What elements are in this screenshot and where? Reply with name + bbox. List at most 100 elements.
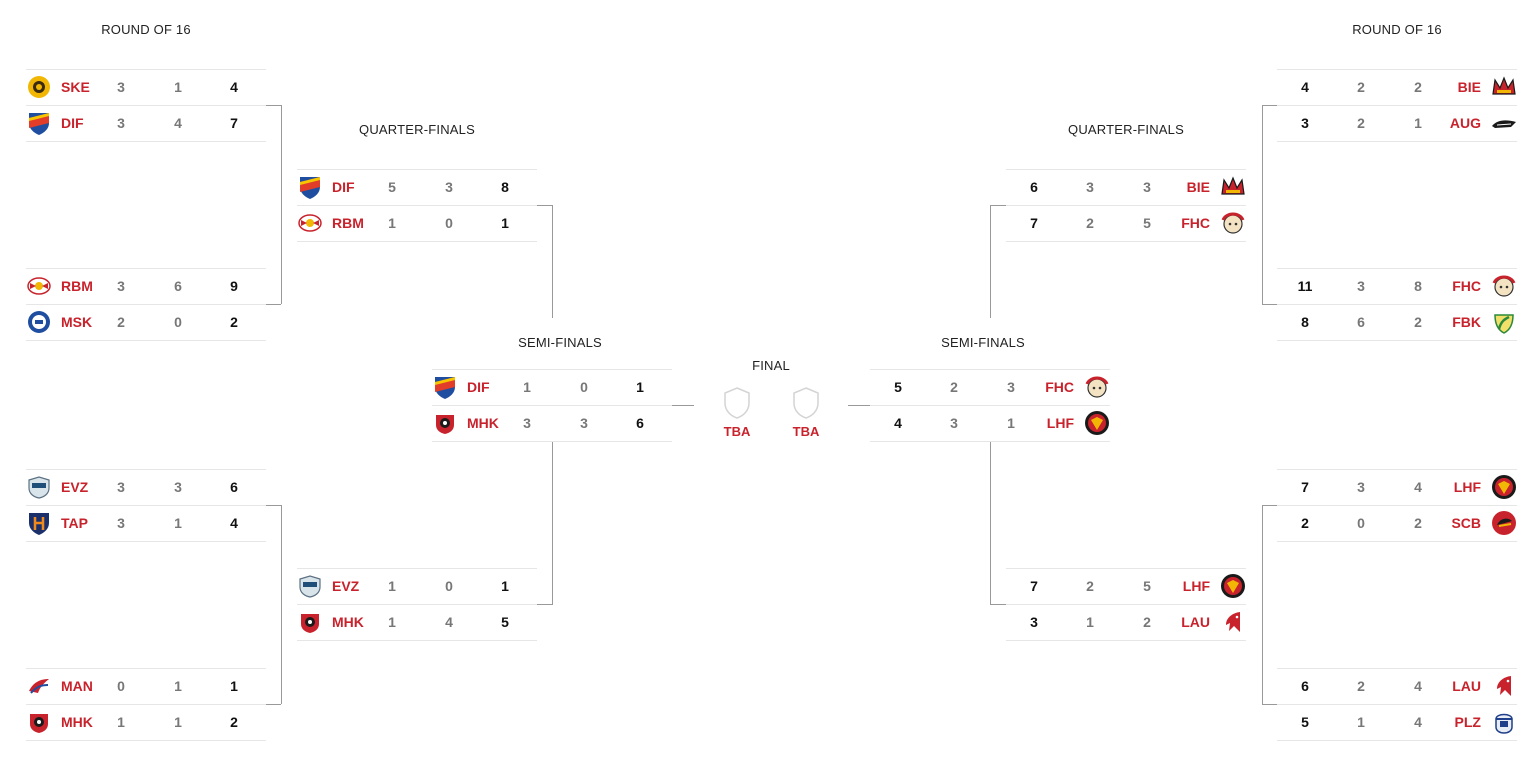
team-abbreviation[interactable]: FHC <box>1181 215 1210 231</box>
team-abbreviation[interactable]: DIF <box>332 179 355 195</box>
connector-line <box>266 505 281 506</box>
team-abbreviation[interactable]: FBK <box>1452 314 1481 330</box>
period-2-score: 5 <box>1143 215 1151 231</box>
team-abbreviation[interactable]: MHK <box>61 714 93 730</box>
mhk-logo-icon <box>26 709 52 735</box>
period-1-score: 1 <box>388 215 396 231</box>
total-score: 4 <box>230 515 238 531</box>
team-abbreviation[interactable]: RBM <box>61 278 93 294</box>
lausanne-logo-icon <box>1491 673 1517 699</box>
connector-line <box>281 505 282 704</box>
team-abbreviation[interactable]: FHC <box>1045 379 1074 395</box>
team-abbreviation[interactable]: LHF <box>1453 479 1481 495</box>
total-score: 7 <box>1030 578 1038 594</box>
period-2-score: 2 <box>1414 515 1422 531</box>
team-row[interactable]: FHC 2 5 7 <box>1006 205 1246 242</box>
team-abbreviation[interactable]: LHF <box>1182 578 1210 594</box>
period-1-score: 2 <box>1357 115 1365 131</box>
team-abbreviation[interactable]: LAU <box>1181 614 1210 630</box>
team-abbreviation[interactable]: MHK <box>332 614 364 630</box>
team-abbreviation[interactable]: MAN <box>61 678 93 694</box>
team-abbreviation[interactable]: DIF <box>61 115 84 131</box>
mhk-logo-icon <box>432 410 458 436</box>
total-score: 7 <box>1030 215 1038 231</box>
connector-line <box>281 105 282 304</box>
red-bull-munich-logo-icon <box>26 273 52 299</box>
final-slot-1[interactable]: TBA <box>717 386 757 439</box>
team-abbreviation[interactable]: MSK <box>61 314 93 330</box>
team-abbreviation[interactable]: BIE <box>1186 179 1210 195</box>
team-abbreviation[interactable]: AUG <box>1449 115 1481 131</box>
team-abbreviation[interactable]: FHC <box>1452 278 1481 294</box>
lulea-logo-icon <box>1084 410 1110 436</box>
period-2-score: 4 <box>445 614 453 630</box>
team-abbreviation[interactable]: EVZ <box>61 479 89 495</box>
team-abbreviation[interactable]: LHF <box>1046 415 1074 431</box>
period-1-score: 3 <box>950 415 958 431</box>
final-title: FINAL <box>752 358 790 373</box>
total-score: 1 <box>501 215 509 231</box>
team-abbreviation[interactable]: PLZ <box>1454 714 1481 730</box>
period-1-score: 2 <box>1086 215 1094 231</box>
team-abbreviation[interactable]: SKE <box>61 79 90 95</box>
final-slot-2[interactable]: TBA <box>786 386 826 439</box>
team-abbreviation[interactable]: EVZ <box>332 578 360 594</box>
team-abbreviation[interactable]: SCB <box>1451 515 1481 531</box>
total-score: 5 <box>1301 714 1309 730</box>
period-1-score: 3 <box>117 479 125 495</box>
period-2-score: 0 <box>445 578 453 594</box>
team-abbreviation[interactable]: RBM <box>332 215 364 231</box>
team-abbreviation[interactable]: LAU <box>1452 678 1481 694</box>
total-score: 2 <box>1301 515 1309 531</box>
period-2-score: 2 <box>1414 79 1422 95</box>
mountfield-logo-icon <box>26 309 52 335</box>
team-abbreviation[interactable]: TAP <box>61 515 88 531</box>
team-abbreviation[interactable]: MHK <box>467 415 499 431</box>
team-abbreviation[interactable]: BIE <box>1457 79 1481 95</box>
team-abbreviation[interactable]: DIF <box>467 379 490 395</box>
quarter-finals-title-right: QUARTER-FINALS <box>1068 122 1184 137</box>
period-2-score: 1 <box>174 515 182 531</box>
